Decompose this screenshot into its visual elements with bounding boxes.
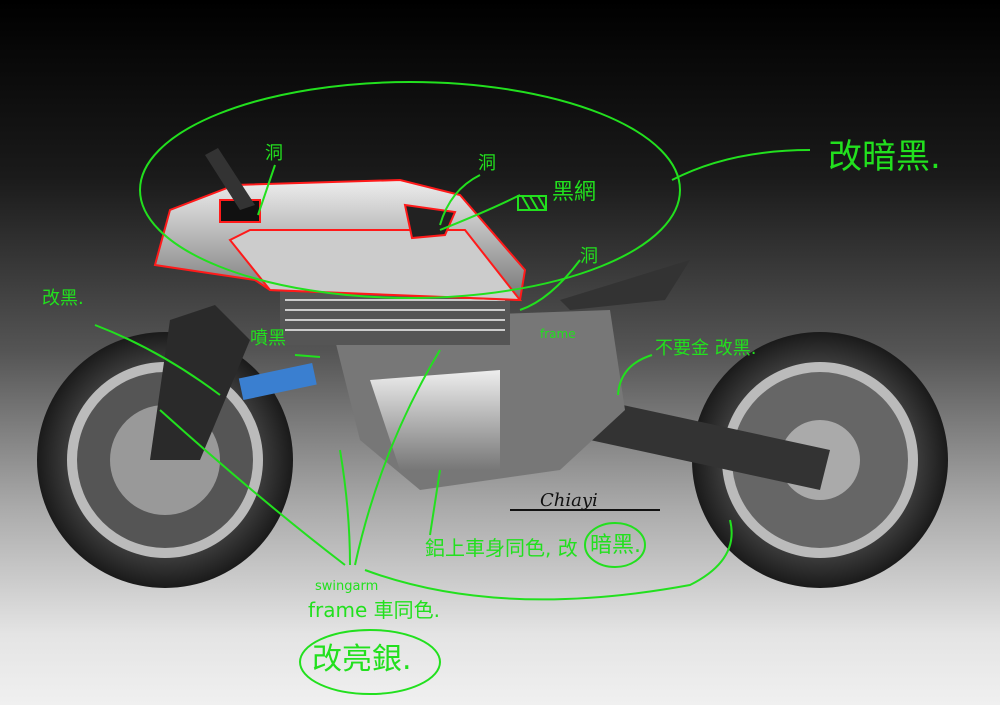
radiator-fins [285, 299, 505, 331]
note-no-gold: 不要金 改黑. [655, 338, 757, 359]
note-frame-same-color: frame 車同色. [308, 598, 441, 622]
note-top-right: 改暗黑. [828, 137, 941, 177]
note-hole-2: 洞 [478, 153, 496, 174]
note-dark-black: 暗黑. [590, 533, 641, 558]
tail [560, 260, 690, 310]
note-hole-3: 洞 [580, 246, 598, 267]
note-black-mesh: 黑網 [552, 180, 597, 205]
annotation-strokes [94, 81, 811, 695]
artist-signature: Chiayi [540, 490, 598, 511]
engine-cover [370, 370, 500, 470]
swingarm [590, 400, 830, 490]
note-frame: frame [540, 327, 576, 341]
note-bright-silver: 改亮銀. [312, 642, 412, 677]
note-spray-black: 噴黑 [250, 328, 286, 349]
note-aluminum: 鋁上車身同色, 改 [425, 536, 578, 560]
exhaust-pipe [205, 148, 255, 210]
front-fork [150, 305, 250, 460]
shock-absorber [238, 362, 317, 401]
note-swingarm: swingarm [315, 579, 379, 594]
note-left-black: 改黑. [42, 288, 84, 309]
note-hole-1: 洞 [265, 143, 283, 164]
